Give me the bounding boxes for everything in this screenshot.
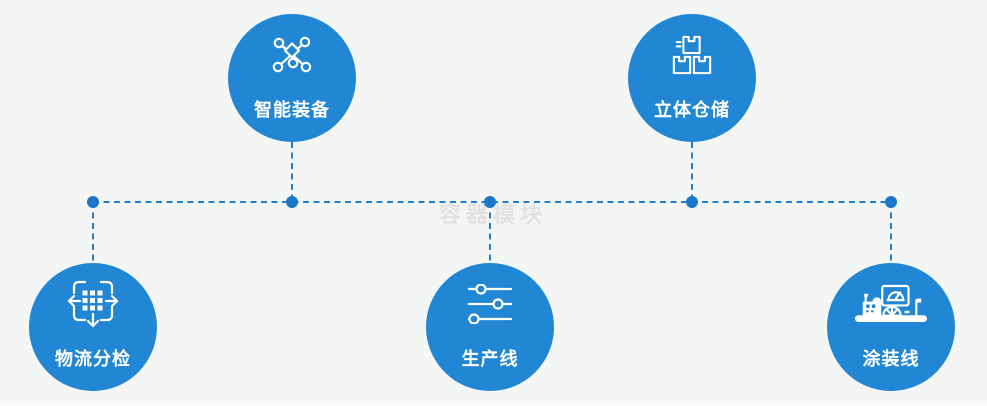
sorting-distribute-icon (66, 280, 120, 328)
junction-dot (686, 196, 698, 208)
junction-dot (885, 196, 897, 208)
junction-dot (484, 196, 496, 208)
node-label: 立体仓储 (654, 100, 730, 120)
node-production-line[interactable]: 生产线 (426, 263, 554, 391)
network-nodes-icon (268, 35, 316, 75)
sliders-icon (467, 284, 513, 324)
node-label: 物流分检 (55, 349, 131, 369)
node-logistics-sorting[interactable]: 物流分检 (29, 263, 157, 391)
control-station-icon (854, 284, 928, 324)
bottom-edge-divider (0, 403, 987, 406)
stacked-boxes-icon (671, 35, 713, 75)
node-label: 智能装备 (254, 100, 330, 120)
node-warehouse[interactable]: 立体仓储 (628, 14, 756, 142)
node-smart-equipment[interactable]: 智能装备 (228, 14, 356, 142)
node-painting-line[interactable]: 涂装线 (827, 263, 955, 391)
junction-dot (286, 196, 298, 208)
node-label: 生产线 (461, 349, 519, 369)
junction-dot (87, 196, 99, 208)
node-label: 涂装线 (862, 349, 920, 369)
